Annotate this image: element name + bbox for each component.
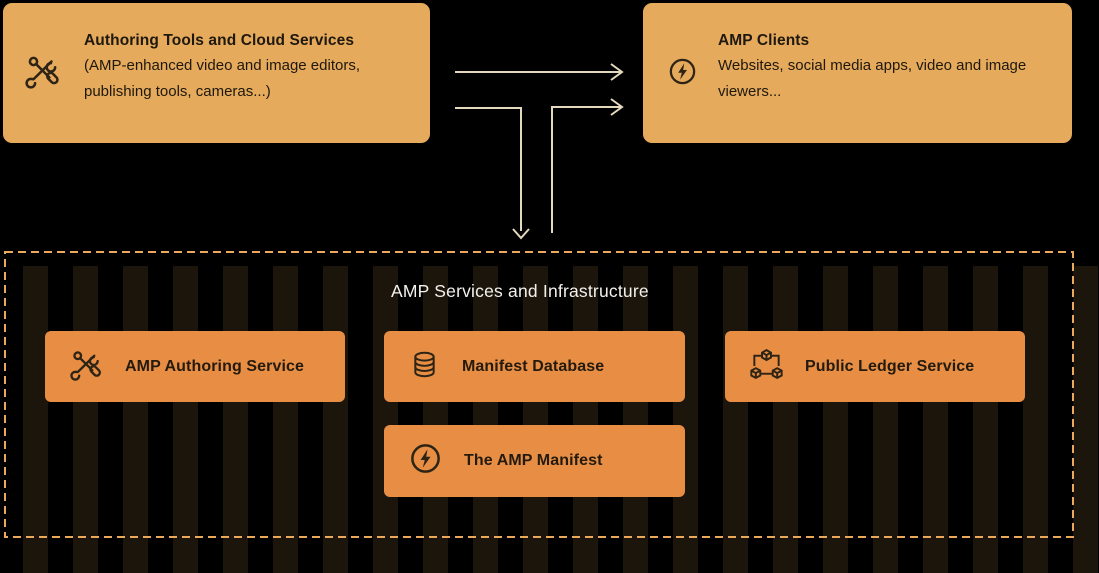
public-ledger-service-label: Public Ledger Service [805, 357, 975, 375]
amp-manifest-box: The AMP Manifest [384, 425, 685, 497]
bolt-circle-icon [408, 441, 443, 481]
public-ledger-service-box: Public Ledger Service [725, 331, 1025, 402]
amp-authoring-service-label: AMP Authoring Service [125, 357, 305, 375]
authoring-tools-title: Authoring Tools and Cloud Services [84, 32, 355, 49]
services-region-title: AMP Services and Infrastructure [391, 281, 649, 301]
amp-clients-body-line2: viewers... [718, 83, 782, 100]
authoring-tools-subtitle-line1: (AMP-enhanced video and image editors, [84, 57, 360, 74]
database-icon [408, 348, 441, 386]
arrow-services-to-clients [551, 106, 621, 233]
manifest-database-label: Manifest Database [462, 357, 605, 375]
amp-manifest-label: The AMP Manifest [464, 452, 603, 469]
authoring-tools-subtitle-line2: publishing tools, cameras...) [84, 83, 271, 100]
authoring-tools-card: Authoring Tools and Cloud Services (AMP-… [3, 3, 430, 143]
arrow-authoring-to-services [455, 107, 522, 231]
amp-authoring-service-box: AMP Authoring Service [45, 331, 345, 402]
blockchain-icon [749, 347, 784, 387]
amp-clients-body-line1: Websites, social media apps, video and i… [718, 57, 1027, 74]
services-striped-background [23, 266, 1099, 573]
amp-clients-card: AMP Clients Websites, social media apps,… [643, 3, 1072, 143]
flow-arrows [455, 63, 624, 240]
services-dashed-border [4, 251, 1074, 538]
amp-clients-title: AMP Clients [718, 32, 810, 49]
tools-icon [69, 347, 104, 387]
manifest-database-box: Manifest Database [384, 331, 685, 402]
